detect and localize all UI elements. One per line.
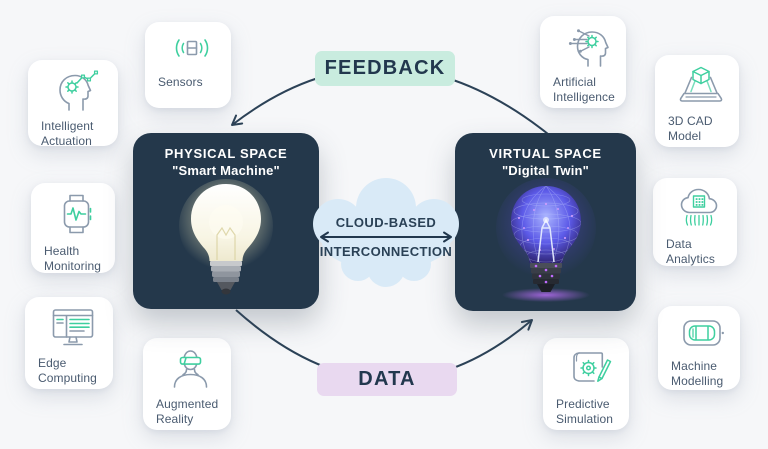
data-label-text: DATA <box>358 368 416 390</box>
artificial-intelligence-icon <box>563 25 611 72</box>
feedback-label: FEEDBACK <box>315 51 455 86</box>
sensors-icon <box>169 31 215 72</box>
card-artificial-intelligence-label: Artificial Intelligence <box>553 75 615 105</box>
card-sensors-label: Sensors <box>158 75 203 89</box>
data-analytics-icon <box>678 187 720 234</box>
intelligent-actuation-icon <box>53 69 101 116</box>
edge-computing-icon <box>50 306 96 353</box>
feedback-label-text: FEEDBACK <box>324 57 446 79</box>
card-edge-computing-label: Edge Computing <box>38 356 97 386</box>
card-intelligent-actuation: Intelligent Actuation <box>28 60 118 148</box>
card-machine-modelling-label: Machine Modelling <box>671 359 724 389</box>
card-machine-modelling: Machine Modelling <box>658 306 740 390</box>
card-predictive-simulation: Predictive Simulation <box>543 338 629 430</box>
health-monitoring-icon <box>57 192 97 241</box>
wireframe-lightbulb-image <box>495 178 596 302</box>
card-health-monitoring-label: Health Monitoring <box>44 244 102 274</box>
virtual-space-subtitle: "Digital Twin" <box>501 163 590 178</box>
virtual-space-box: VIRTUAL SPACE "Digital Twin" <box>455 133 636 311</box>
physical-space-subtitle: "Smart Machine" <box>172 163 280 178</box>
card-edge-computing: Edge Computing <box>25 297 113 389</box>
cloud-shape <box>313 178 459 287</box>
glowing-lightbulb-image <box>179 179 273 295</box>
augmented-reality-icon <box>169 347 213 394</box>
card-data-analytics: Data Analytics <box>653 178 737 266</box>
card-sensors: Sensors <box>145 22 231 108</box>
machine-modelling-icon <box>681 315 725 356</box>
card-artificial-intelligence: Artificial Intelligence <box>540 16 626 108</box>
predictive-simulation-icon <box>567 347 613 394</box>
physical-space-box: PHYSICAL SPACE "Smart Machine" <box>133 133 319 309</box>
card-predictive-simulation-label: Predictive Simulation <box>556 397 614 427</box>
card-3d-cad-model: 3D CAD Model <box>655 55 739 147</box>
physical-space-title: PHYSICAL SPACE <box>164 146 288 161</box>
virtual-space-title: VIRTUAL SPACE <box>489 146 602 161</box>
card-augmented-reality: Augmented Reality <box>143 338 231 430</box>
cloud-interconnection: CLOUD-BASED INTERCONNECTION <box>300 172 472 290</box>
data-label: DATA <box>317 363 457 396</box>
cloud-line1: CLOUD-BASED <box>335 215 437 230</box>
3d-cad-model-icon <box>679 64 723 111</box>
card-intelligent-actuation-label: Intelligent Actuation <box>41 119 94 149</box>
card-augmented-reality-label: Augmented Reality <box>156 397 219 427</box>
double-headed-arrow-icon <box>320 231 452 243</box>
card-data-analytics-label: Data Analytics <box>666 237 715 267</box>
card-health-monitoring: Health Monitoring <box>31 183 115 273</box>
card-3d-cad-model-label: 3D CAD Model <box>668 114 713 144</box>
cloud-line2: INTERCONNECTION <box>319 244 453 259</box>
